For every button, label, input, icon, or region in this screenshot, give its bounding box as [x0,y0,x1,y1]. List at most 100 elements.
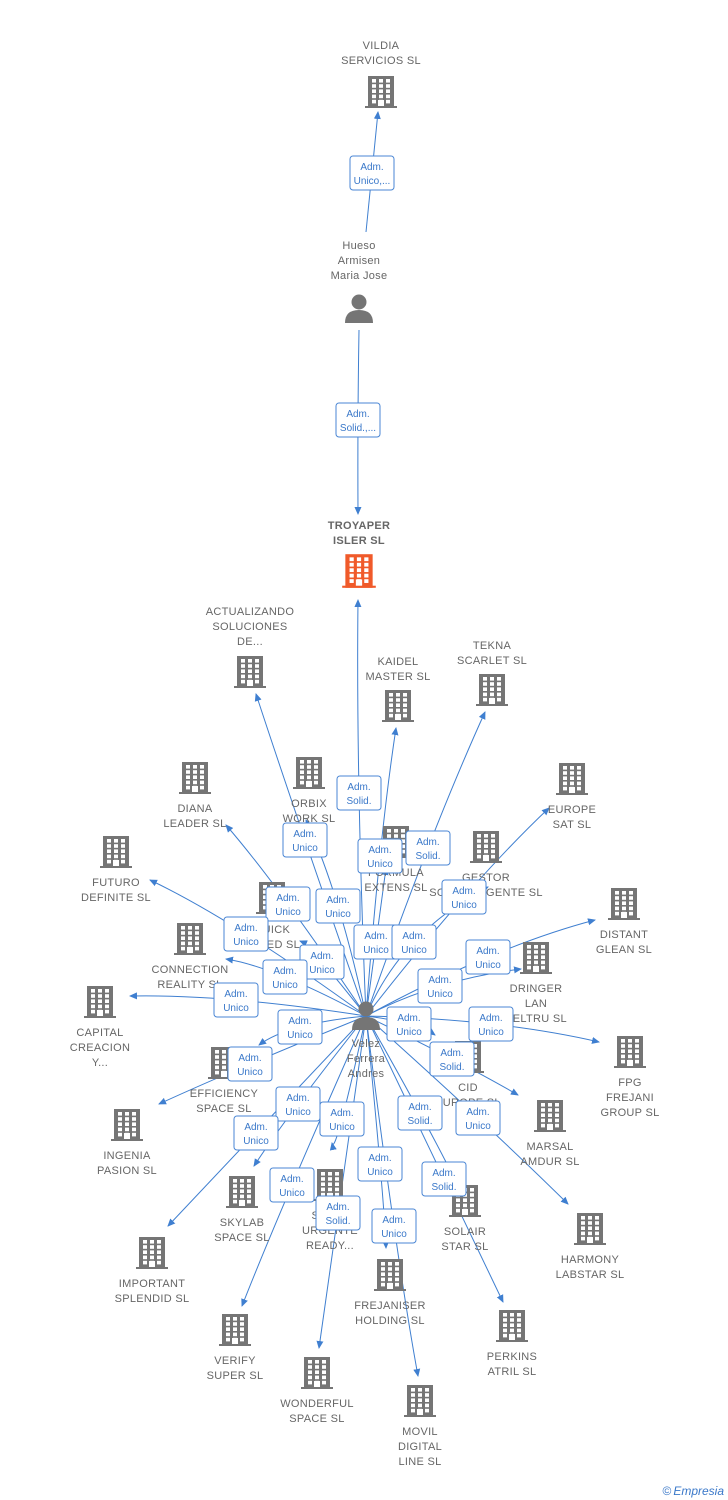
building-icon [496,1310,528,1342]
edge-label-efficiency[interactable]: Adm.Unico [277,1009,323,1045]
node-capital[interactable]: CAPITALCREACIONY... [70,986,130,1069]
edge-label-text-1: Adm. [346,409,369,420]
edge-label-diana[interactable]: Adm.Unico [265,886,311,922]
edge-label-box [465,939,511,975]
edge-label-text-1: Adm. [234,923,257,934]
edge-label-perkins[interactable]: Adm.Solid. [421,1161,467,1197]
perkins-label-line-2: ATRIL SL [488,1366,537,1378]
edge-label-actualizando[interactable]: Adm.Unico [282,822,328,858]
edge-label-text-2: Unico [381,1229,407,1240]
edge-label-quick[interactable]: Adm.Unico [299,944,345,980]
dringer-label-line-1: DRINGER [510,983,563,995]
edge-label-box [455,1100,501,1136]
edge-label-tekna[interactable]: Adm.Solid. [405,830,451,866]
edge-label-kaidel[interactable]: Adm.Unico [357,838,403,874]
edge-label-solair[interactable]: Adm.Solid. [397,1095,443,1131]
edge-label-box [349,155,395,191]
building-icon [574,1213,606,1245]
edge-label-text-1: Adm. [280,1174,303,1185]
edge-label-frejaniser[interactable]: Adm.Unico [357,1146,403,1182]
edge-label-box [227,1046,273,1082]
edge-label-text-2: Unico [233,937,259,948]
edge-label-vildia-hueso[interactable]: Adm.Unico,... [349,155,395,191]
edge-label-text-2: Unico [243,1136,269,1147]
edge-label-verify[interactable]: Adm.Unico [269,1167,315,1203]
node-actualizando[interactable]: ACTUALIZANDOSOLUCIONESDE... [206,606,295,688]
edge-label-box [417,968,463,1004]
edge-label-troyaper-hueso[interactable]: Adm. Solid.,... [335,402,381,438]
edge-label-capital[interactable]: Adm.Unico [213,982,259,1018]
edge-label-text-1: Adm. [476,946,499,957]
footer-brand[interactable]: ©Empresia [662,1484,724,1498]
edge-label-text-2: Unico [292,843,318,854]
distant-label-line-1: DISTANT [600,929,648,941]
movil-label-line-3: LINE SL [398,1456,441,1468]
harmony-label-line-2: LABSTAR SL [556,1269,625,1281]
edge-label-text-2: Solid.,... [340,423,376,434]
edge-label-movil[interactable]: Adm.Unico [371,1208,417,1244]
edge-label-text-2: Unico [367,1167,393,1178]
ingenia-label-line-2: PASION SL [97,1165,157,1177]
edge-label-text-2: Unico [427,989,453,1000]
edge-label-cid[interactable]: Adm.Unico [386,1006,432,1042]
edge-label-troyaper[interactable]: Adm.Solid. [336,775,382,811]
edge-label-gestor[interactable]: Adm.Unico [391,924,437,960]
velez-label-line-1: Velez [352,1038,380,1050]
edge-label-connection[interactable]: Adm.Unico [262,959,308,995]
edge-label-text-1: Adm. [326,1202,349,1213]
actualizando-label-line-3: DE... [237,636,263,648]
velez-label-line-3: Andres [348,1068,385,1080]
edge-label-skylab[interactable]: Adm.Unico [275,1086,321,1122]
edge-label-distant[interactable]: Adm.Unico [465,939,511,975]
edge-label-important[interactable]: Adm.Unico [233,1115,279,1151]
edge-label-dringer[interactable]: Adm.Unico [417,968,463,1004]
edge-label-futuro[interactable]: Adm. Unico [223,916,269,952]
distant-label-line-2: GLEAN SL [596,944,652,956]
edge-label-text-2: Unico [367,859,393,870]
edge-label-wonderful[interactable]: Adm.Solid. [315,1195,361,1231]
edge-label-box [336,775,382,811]
node-distant[interactable]: DISTANT GLEAN SL [596,888,652,956]
edge-label-orbix[interactable]: Adm.Unico [315,888,361,924]
edge-label-harmony[interactable]: Adm.Unico [455,1100,501,1136]
edge-label-fpg[interactable]: Adm.Unico [468,1006,514,1042]
edge-label-text-2: Unico [272,980,298,991]
building-icon [111,1109,143,1141]
edge-label-ingenia[interactable]: Adm.Unico [227,1046,273,1082]
kaidel-label-line-2: MASTER SL [365,671,430,683]
edge-label-socio[interactable]: Adm.Unico [319,1101,365,1137]
dringer-label-line-3: VELTRU SL [505,1013,567,1025]
edge-label-formula[interactable]: Adm.Unico [353,924,399,960]
futuro-label-line-2: DEFINITE SL [81,892,151,904]
edge-label-text-1: Adm. [238,1053,261,1064]
edge-label-marsal[interactable]: Adm.Solid. [429,1041,475,1077]
edge-label-box [319,1101,365,1137]
edge-label-europe[interactable]: Adm.Unico [441,879,487,915]
building-icon [404,1385,436,1417]
edge-label-text-1: Adm. [466,1107,489,1118]
